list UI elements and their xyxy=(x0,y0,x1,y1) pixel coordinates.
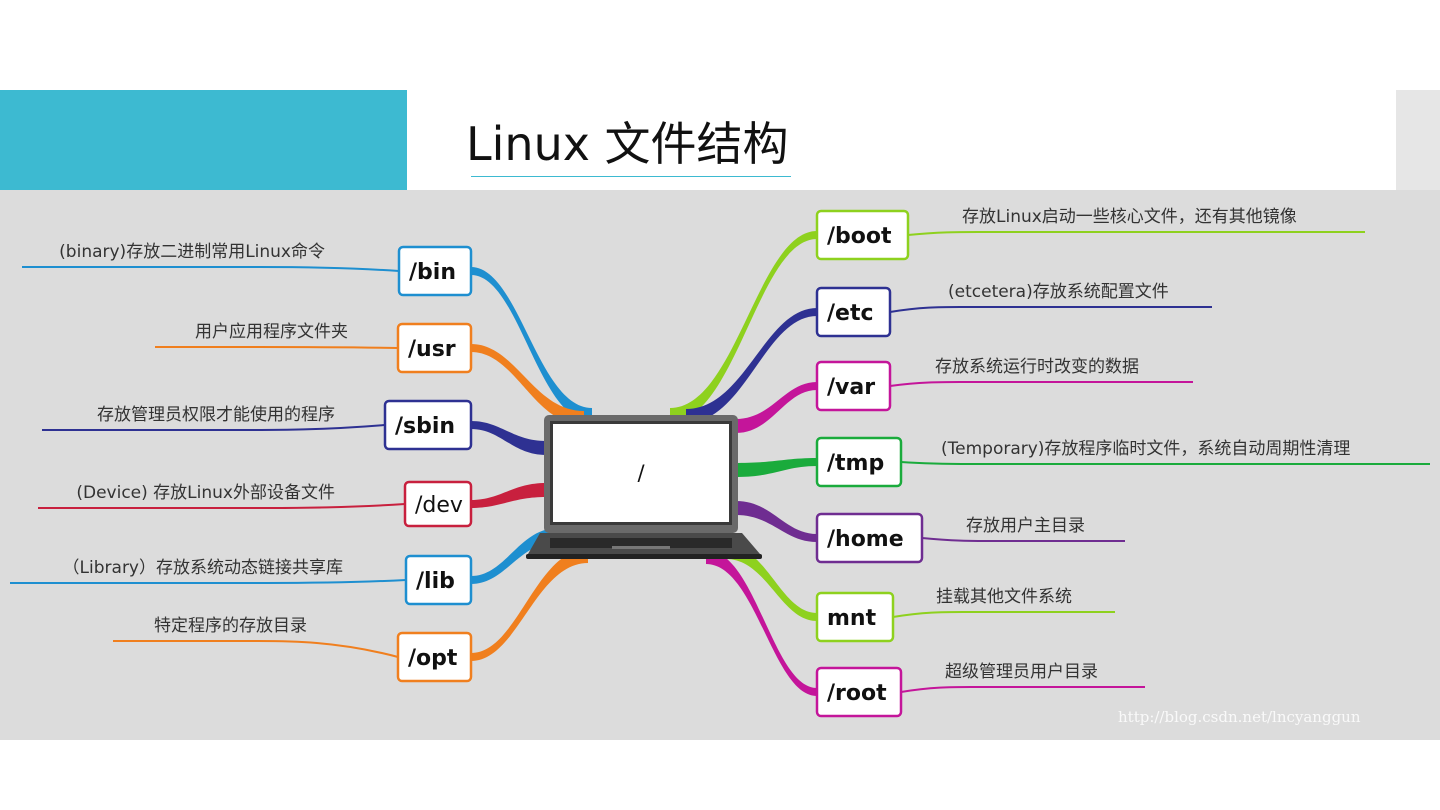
header-accent-bar xyxy=(0,90,407,190)
node-root-label: /root xyxy=(827,681,887,706)
branch-desc-dev: (Device) 存放Linux外部设备文件 xyxy=(76,483,335,503)
node-tmp: /tmp xyxy=(815,436,903,488)
node-usr-box xyxy=(396,322,473,374)
branch-ribbon-home xyxy=(736,501,817,542)
node-opt-box xyxy=(396,631,473,683)
branch-ribbon-usr xyxy=(471,344,584,425)
node-usr-label: /usr xyxy=(408,337,456,362)
node-etc-label: /etc xyxy=(827,301,874,326)
branch-line-sbin xyxy=(42,424,386,431)
node-mnt-box xyxy=(815,591,895,643)
header-right-panel xyxy=(1396,90,1440,190)
branch-ribbon-opt xyxy=(471,549,588,661)
node-tmp-label: /tmp xyxy=(827,451,884,476)
branch-desc-tmp: (Temporary)存放程序临时文件，系统自动周期性清理 xyxy=(941,439,1350,459)
branch-desc-bin: (binary)存放二进制常用Linux命令 xyxy=(59,242,325,262)
branch-nodes: /bin/usr/sbin/dev/lib/opt/boot/etc/var/t… xyxy=(383,209,924,718)
node-bin-box xyxy=(397,245,473,297)
branch-line-boot xyxy=(907,231,1365,236)
node-root-box xyxy=(815,666,903,718)
node-etc-box xyxy=(815,286,892,338)
branch-desc-opt: 特定程序的存放目录 xyxy=(154,616,307,636)
branch-ribbon-etc xyxy=(686,308,817,423)
branch-ribbon-dev xyxy=(471,483,546,508)
node-mnt-label: mnt xyxy=(827,606,877,631)
watermark: http://blog.csdn.net/lncyanggun xyxy=(1118,708,1361,726)
node-var-label: /var xyxy=(827,375,875,400)
branch-desc-sbin: 存放管理员权限才能使用的程序 xyxy=(97,404,335,425)
branch-descriptions: (binary)存放二进制常用Linux命令用户应用程序文件夹存放管理员权限才能… xyxy=(59,207,1350,682)
branch-ribbon-sbin xyxy=(471,421,546,455)
branch-line-home xyxy=(921,537,1125,542)
node-bin-label: /bin xyxy=(409,260,456,285)
branch-line-root xyxy=(900,686,1145,693)
root-label: / xyxy=(637,461,645,485)
branch-ribbon-boot xyxy=(670,231,817,422)
branch-ribbon-root xyxy=(706,550,817,696)
node-lib-box xyxy=(404,554,473,606)
node-sbin-label: /sbin xyxy=(395,414,455,439)
branch-desc-mnt: 挂载其他文件系统 xyxy=(936,587,1072,607)
title-underline xyxy=(471,176,791,177)
node-root: /root xyxy=(815,666,903,718)
branch-line-mnt xyxy=(892,611,1115,618)
node-lib: /lib xyxy=(404,554,473,606)
laptop-icon: / xyxy=(526,415,762,559)
branch-desc-lib: （Library）存放系统动态链接共享库 xyxy=(63,558,343,578)
mindmap-diagram: (binary)存放二进制常用Linux命令用户应用程序文件夹存放管理员权限才能… xyxy=(10,207,1430,718)
node-var-box xyxy=(815,360,892,412)
branch-ribbon-mnt xyxy=(726,545,817,621)
branch-line-var xyxy=(889,381,1193,387)
branch-ribbon-bin xyxy=(471,267,592,422)
page-title: Linux 文件结构 xyxy=(466,117,789,171)
branch-desc-usr: 用户应用程序文件夹 xyxy=(195,322,348,342)
branch-line-bin xyxy=(22,266,400,272)
node-home-box xyxy=(815,512,924,564)
node-tmp-box xyxy=(815,436,903,488)
node-var: /var xyxy=(815,360,892,412)
node-home-label: /home xyxy=(827,527,904,552)
node-sbin-box xyxy=(383,399,473,451)
node-opt-label: /opt xyxy=(408,646,458,671)
node-boot-box xyxy=(815,209,910,261)
node-usr: /usr xyxy=(396,322,473,374)
node-dev: /dev xyxy=(403,480,473,528)
branch-desc-root: 超级管理员用户目录 xyxy=(945,662,1098,682)
node-home: /home xyxy=(815,512,924,564)
branch-line-usr xyxy=(155,346,399,349)
branch-ribbon-var xyxy=(736,382,817,433)
node-bin: /bin xyxy=(397,245,473,297)
node-etc: /etc xyxy=(815,286,892,338)
node-boot-label: /boot xyxy=(827,224,892,249)
branch-desc-etc: (etcetera)存放系统配置文件 xyxy=(948,282,1169,302)
node-opt: /opt xyxy=(396,631,473,683)
branch-line-dev xyxy=(38,503,406,509)
branch-line-lib xyxy=(10,579,407,584)
branch-line-tmp xyxy=(900,461,1430,465)
branch-ribbons xyxy=(10,231,1430,696)
branch-desc-var: 存放系统运行时改变的数据 xyxy=(935,357,1139,377)
node-dev-box xyxy=(403,480,473,528)
branch-line-opt xyxy=(113,640,399,658)
node-mnt: mnt xyxy=(815,591,895,643)
branch-desc-boot: 存放Linux启动一些核心文件，还有其他镜像 xyxy=(962,207,1297,227)
node-lib-label: /lib xyxy=(416,569,455,594)
node-boot: /boot xyxy=(815,209,910,261)
branch-line-etc xyxy=(889,306,1212,313)
branch-desc-home: 存放用户主目录 xyxy=(966,516,1085,536)
node-dev-label: /dev xyxy=(415,493,463,518)
node-sbin: /sbin xyxy=(383,399,473,451)
branch-ribbon-tmp xyxy=(738,458,817,477)
